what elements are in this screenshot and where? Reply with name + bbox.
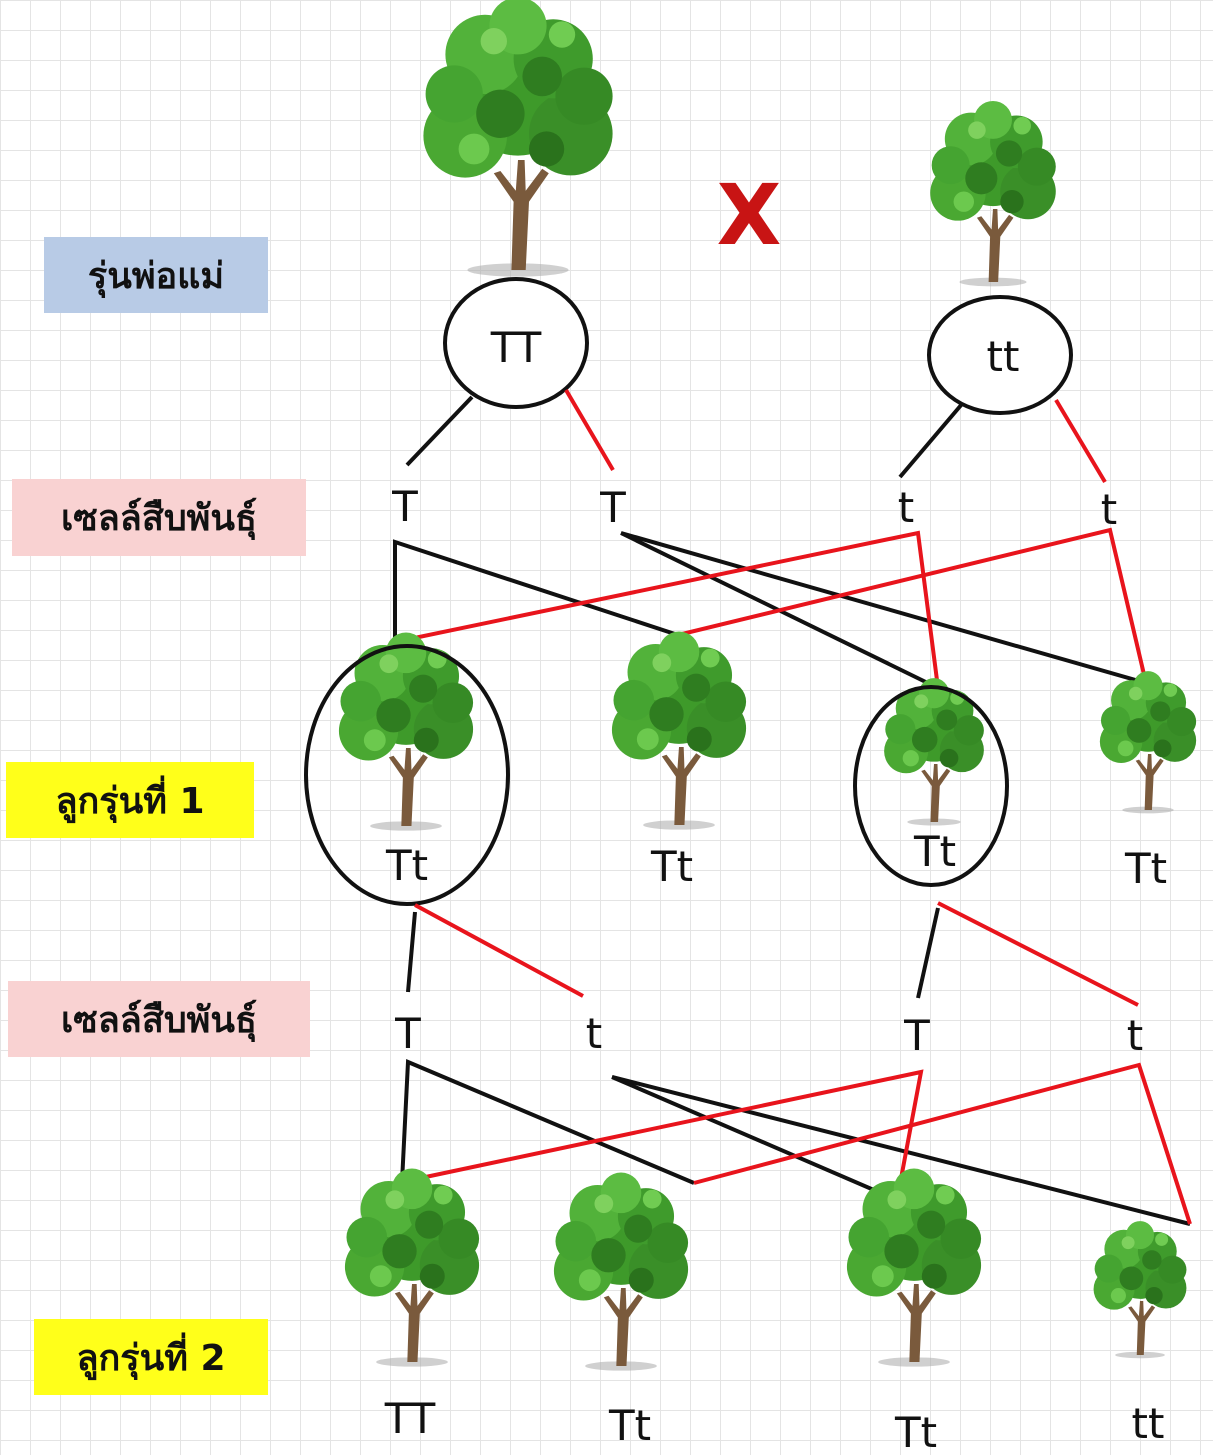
f1-genotype: Tt <box>913 827 956 876</box>
gametes-label-2: เซลล์สืบพันธุ์ <box>8 981 310 1057</box>
f1-genotype: Tt <box>1124 844 1167 893</box>
f1-gamete-lines <box>406 901 1139 1007</box>
tree-icon <box>344 1168 480 1367</box>
f2-genotype: Tt <box>894 1408 937 1455</box>
f2-genotype: tt <box>1132 1399 1165 1448</box>
tree-icon <box>1093 1221 1187 1359</box>
f1-genotype: Tt <box>385 841 428 890</box>
f1-selection-circle <box>853 685 1009 887</box>
gamete-allele: T <box>903 1011 930 1060</box>
parent-genotype-circle: tt <box>927 295 1073 415</box>
gamete-allele: t <box>586 1009 602 1058</box>
tree-icon <box>846 1168 982 1367</box>
fertilization-lines-1 <box>393 527 1148 690</box>
tree-icon <box>1099 671 1197 814</box>
parent-genotype: tt <box>987 332 1020 381</box>
gamete-allele: t <box>898 483 914 532</box>
tree-icon <box>553 1172 689 1371</box>
fertilization-lines-2 <box>400 1059 1192 1226</box>
f2-genotype: TT <box>384 1394 436 1443</box>
gamete-allele: T <box>599 483 626 532</box>
gamete-allele: T <box>394 1009 421 1058</box>
gamete-allele: t <box>1127 1011 1143 1060</box>
parent-generation-label: รุ่นพ่อแม่ <box>44 237 268 313</box>
parent-genotype-circle: TT <box>443 277 589 409</box>
f1-selection-circle <box>304 644 510 906</box>
cross-symbol: X <box>717 166 782 264</box>
f2-generation-label: ลูกรุ่นที่ 2 <box>34 1319 268 1395</box>
tree-icon <box>611 631 747 830</box>
parent-gamete-lines <box>405 388 1107 484</box>
f2-genotype: Tt <box>608 1401 651 1450</box>
tree-icon <box>423 0 613 277</box>
gamete-allele: T <box>391 482 418 531</box>
gamete-allele: t <box>1101 485 1117 534</box>
tree-icon <box>930 100 1056 287</box>
parent-genotype: TT <box>490 323 542 372</box>
gametes-label-1: เซลล์สืบพันธุ์ <box>12 479 306 556</box>
f1-generation-label: ลูกรุ่นที่ 1 <box>6 762 254 838</box>
f1-genotype: Tt <box>650 842 693 891</box>
